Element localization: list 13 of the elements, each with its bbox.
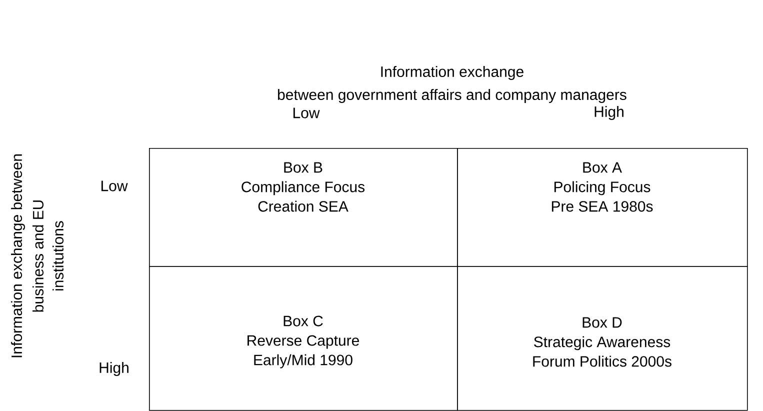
axis-title: between government affairs and company managers bbox=[278, 89, 626, 103]
axis-title: institutions bbox=[52, 221, 64, 290]
matrix-cell: Box D Strategic Awareness Forum Politics 2000s bbox=[457, 266, 748, 411]
matrix-cell: Box C Reverse Capture Early/Mid 1990 bbox=[149, 266, 458, 411]
axis-title: Information exchange between bbox=[11, 154, 25, 358]
matrix-cell: Box A Policing Focus Pre SEA 1980s bbox=[457, 148, 748, 267]
column-label: High bbox=[594, 106, 624, 120]
row-label: High bbox=[100, 362, 128, 376]
axis-title: Information exchange bbox=[381, 66, 524, 80]
column-label: Low bbox=[293, 108, 320, 118]
axis-title: business and EU bbox=[32, 200, 44, 312]
matrix-cell: Box B Compliance Focus Creation SEA bbox=[149, 148, 458, 267]
row-label: Low bbox=[101, 180, 128, 192]
